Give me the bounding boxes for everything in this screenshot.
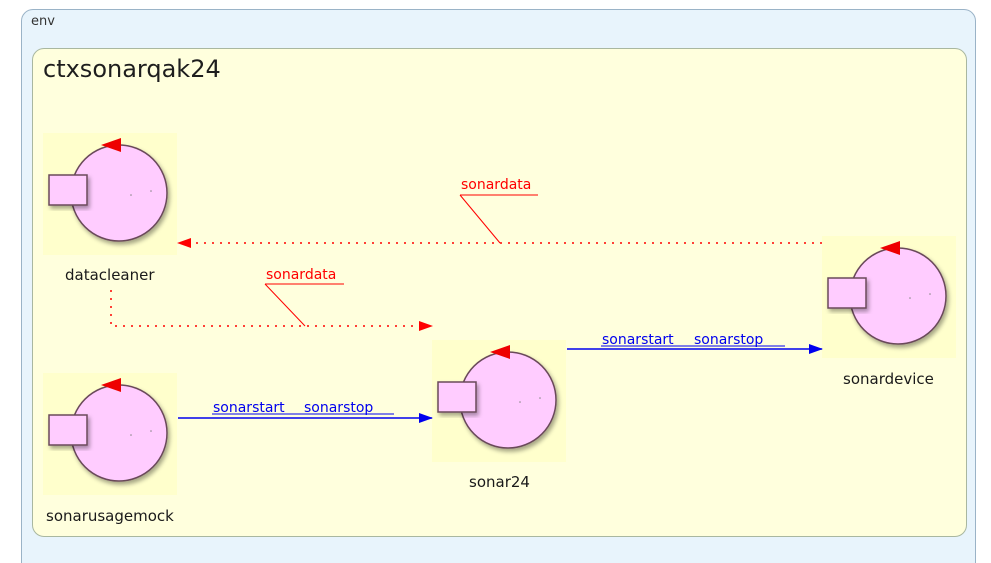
message-label: sonardata — [461, 177, 531, 193]
actor-dot — [130, 434, 132, 436]
actor-datacleaner[interactable] — [43, 133, 177, 255]
message-label: sonarstop — [304, 400, 373, 416]
actor-sonar24[interactable] — [432, 340, 566, 462]
message-label: sonarstart — [213, 400, 285, 416]
actor-port — [48, 414, 88, 446]
actor-label-sonar24: sonar24 — [469, 473, 530, 491]
actor-dot — [130, 194, 132, 196]
actor-marker-icon — [101, 138, 121, 152]
context-title: ctxsonarqak24 — [43, 55, 221, 83]
actor-marker-icon — [880, 241, 900, 255]
actor-sonarusagemock[interactable] — [43, 373, 177, 495]
actor-dot — [929, 293, 931, 295]
message-datacleaner-to-sonar24[interactable]: sonardata — [110, 267, 433, 331]
actor-marker-icon — [490, 345, 510, 359]
actor-dot — [519, 401, 521, 403]
message-label: sonarstart — [602, 332, 674, 348]
actor-marker-icon — [101, 378, 121, 392]
actor-dot — [909, 297, 911, 299]
actor-dot — [539, 397, 541, 399]
message-label: sonardata — [266, 267, 336, 283]
message-sonar24-to-sonardevice[interactable]: sonarstart sonarstop — [567, 332, 823, 354]
message-label: sonarstop — [694, 332, 763, 348]
actor-label-sonarusagemock: sonarusagemock — [46, 507, 174, 525]
actor-dot — [150, 430, 152, 432]
actor-sonardevice[interactable] — [822, 236, 956, 358]
message-sonarusagemock-to-sonar24[interactable]: sonarstart sonarstop — [178, 400, 433, 423]
env-label: env — [31, 14, 55, 29]
actor-label-datacleaner: datacleaner — [65, 266, 155, 284]
actor-port — [48, 174, 88, 206]
actor-port — [827, 277, 867, 309]
actor-label-sonardevice: sonardevice — [843, 370, 934, 388]
message-sonardevice-to-datacleaner[interactable]: sonardata — [177, 177, 822, 248]
actor-port — [437, 381, 477, 413]
actor-dot — [150, 190, 152, 192]
